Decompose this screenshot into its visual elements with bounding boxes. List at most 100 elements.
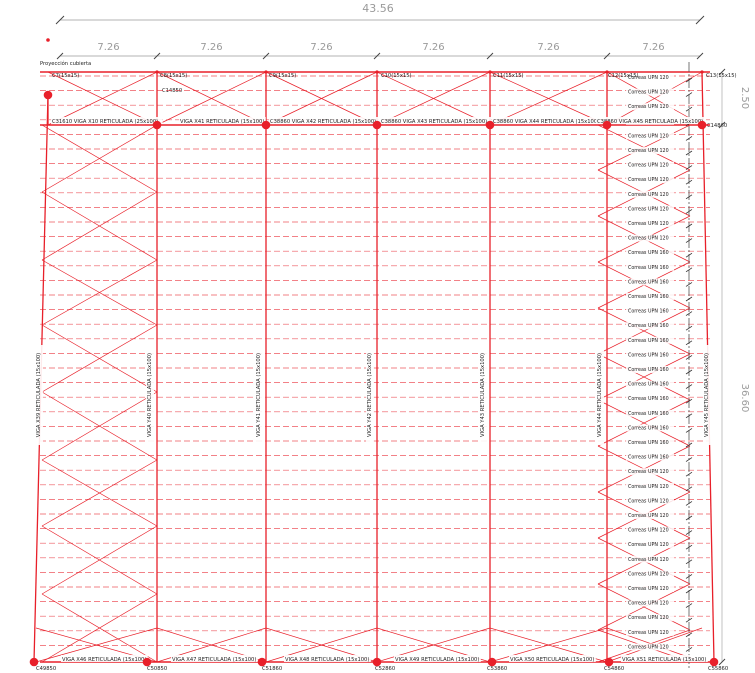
column-node <box>487 657 497 667</box>
purlin-label: Correas UPN 120 <box>628 177 669 183</box>
bottom-column-label: C51860 <box>262 666 282 672</box>
bottom-beam-label: VIGA X48 RETICULADA (15x100) <box>285 657 369 663</box>
column-node <box>152 120 162 130</box>
bottom-column-label: C54860 <box>604 666 624 672</box>
vertical-beam-label: VIGA Y45 RETICULADA (15x100) <box>704 353 710 437</box>
beam-label-bg <box>284 655 371 662</box>
total-width-dimension: 43.56 <box>362 2 394 15</box>
top-bracing <box>156 71 267 126</box>
purlin-label: Correas UPN 120 <box>628 221 669 227</box>
axis-tick <box>685 632 693 638</box>
axis-tick <box>685 486 693 492</box>
purlin-label: Correas UPN 160 <box>628 455 669 461</box>
purlin-label-bg <box>626 424 674 432</box>
purlin-label-bg <box>626 132 674 140</box>
column-node <box>697 120 707 130</box>
bottom-beam-label: VIGA X47 RETICULADA (15x100) <box>172 657 256 663</box>
origin-marker <box>46 38 50 42</box>
purlin-label-bg <box>626 512 674 519</box>
axis-tick <box>685 574 693 579</box>
vertical-label-bg <box>596 345 604 445</box>
purlin-label: Correas UPN 160 <box>628 440 669 446</box>
purlin-label: Correas UPN 160 <box>628 250 669 256</box>
vertical-beam-label: VIGA Y40 RETICULADA (15x100) <box>147 353 153 437</box>
projection-label: Proyección cubierta <box>40 60 91 67</box>
purlin-label-bg <box>626 555 674 563</box>
purlin-label-bg <box>626 366 674 373</box>
vertical-beam-label: VIGA Y41 RETICULADA (15x100) <box>256 353 262 437</box>
right-bracing <box>597 353 691 401</box>
vertical-label-bg <box>35 345 43 445</box>
purlin-label-bg <box>626 395 674 403</box>
right-bracing <box>597 399 691 447</box>
top-column-marker <box>488 70 492 74</box>
bay-dim-tick <box>603 52 611 60</box>
purlin-label: Correas UPN 120 <box>628 104 669 110</box>
bottom-bracing <box>35 627 158 663</box>
top-bracing <box>47 71 158 126</box>
purlin-label-bg <box>626 336 674 344</box>
column-node <box>372 657 382 667</box>
left-bracing <box>41 324 158 393</box>
top-beam-label: C38860 VIGA X44 RETICULADA (15x100) <box>493 119 599 125</box>
purlin-label: Correas UPN 120 <box>628 236 669 242</box>
purlin-label-bg <box>626 176 674 184</box>
top-beam-label: VIGA X41 RETICULADA (15x100) <box>180 119 264 125</box>
purlin-label: Correas UPN 120 <box>628 630 669 636</box>
purlin-label: Correas UPN 160 <box>628 425 669 431</box>
purlin-label: Correas UPN 120 <box>628 148 669 154</box>
beam-label-bg <box>621 655 708 662</box>
column-nodes <box>29 38 719 667</box>
beam-label-bg <box>269 117 381 124</box>
purlin-label: Correas UPN 160 <box>628 309 669 315</box>
purlin-label: Correas UPN 120 <box>628 192 669 198</box>
purlin-label-bg <box>626 380 674 388</box>
purlin-label: Correas UPN 120 <box>628 601 669 607</box>
vertical-beam-label: VIGA Y44 RETICULADA (15x100) <box>597 353 603 437</box>
purlin-label: Correas UPN 160 <box>628 411 669 417</box>
purlin-label: Correas UPN 120 <box>628 498 669 504</box>
purlin-label: Correas UPN 160 <box>628 265 669 271</box>
axis-tick <box>685 501 693 506</box>
purlin-label-bg <box>626 453 674 461</box>
top-column-marker <box>264 70 268 74</box>
beam-label-bg <box>596 117 705 124</box>
purlin-label: Correas UPN 160 <box>628 323 669 329</box>
top-bracing <box>265 71 378 126</box>
top-column-label: C10(15x15) <box>381 73 412 79</box>
left-bracing <box>41 259 158 326</box>
axis-tick <box>685 92 693 97</box>
column-node <box>261 120 271 130</box>
bay-dim-tick <box>486 52 494 60</box>
vertical-label-bg <box>479 345 487 445</box>
bottom-beam-label: VIGA X50 RETICULADA (15x100) <box>510 657 594 663</box>
top-sub-label: C14850 <box>162 88 182 94</box>
axis-tick <box>685 515 693 521</box>
beam-label-bg <box>394 655 481 662</box>
purlin-label-bg <box>626 205 674 213</box>
top-column-label: C7(15x15) <box>52 73 79 79</box>
top-column-label: C13(15x15) <box>706 73 737 79</box>
right-dim-tick <box>718 121 726 129</box>
top-column-marker <box>155 70 159 74</box>
axis-tick <box>685 413 693 419</box>
top-beam-label: C38860 VIGA X42 RETICULADA (15x100) <box>270 119 376 125</box>
axis-tick <box>685 194 693 200</box>
axis-tick <box>685 471 693 477</box>
axis-tick <box>685 428 693 433</box>
bay-dim-tick <box>262 52 270 60</box>
purlin-label-bg <box>626 614 674 622</box>
purlin-label: Correas UPN 160 <box>628 382 669 388</box>
axis-tick <box>685 384 693 389</box>
purlin-label: Correas UPN 120 <box>628 571 669 577</box>
vertical-label-bg <box>366 345 374 445</box>
column-node <box>604 657 614 667</box>
purlin-label: Correas UPN 120 <box>628 206 669 212</box>
purlin-label-bg <box>626 88 674 96</box>
right-main-dimension: 36.60 <box>739 384 750 413</box>
left-bracing <box>41 593 158 663</box>
right-dim-tick <box>718 658 726 666</box>
top-column-label: C9(15x15) <box>269 73 296 79</box>
